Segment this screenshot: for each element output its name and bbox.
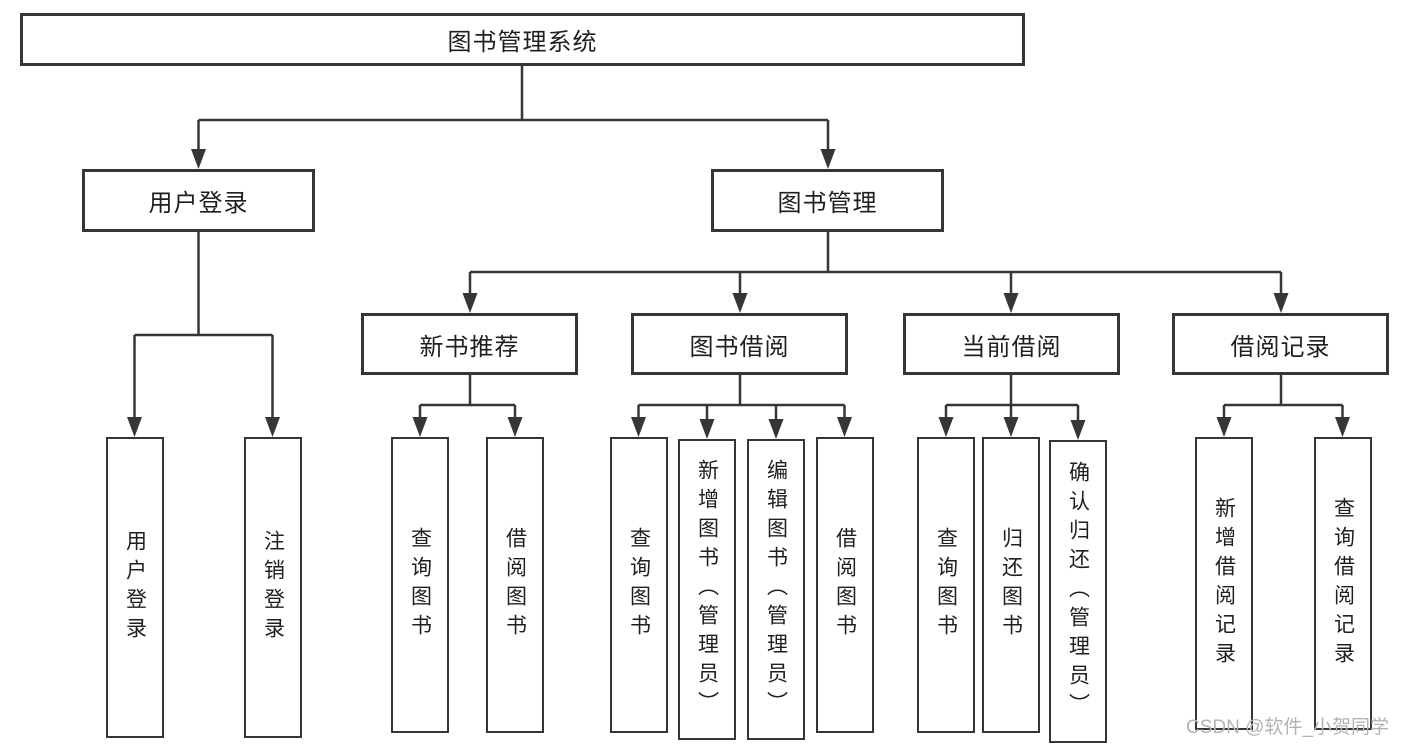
arrow-down-marker (412, 417, 428, 437)
arrow-down-marker (191, 149, 206, 169)
leaf-user-login-label: 用户登录 (123, 529, 147, 646)
arrow-down-marker (265, 417, 280, 437)
leaf-cb-return-books-label: 归还图书 (999, 527, 1023, 643)
node-current-borrowing-label: 当前借阅 (961, 333, 1062, 361)
leaf-cb-query-books-label: 查询图书 (934, 527, 958, 643)
leaf-nbr-borrow-books: 借阅图书 (486, 437, 544, 733)
leaf-cb-query-books: 查询图书 (917, 437, 975, 733)
leaf-br-query-record: 查询借阅记录 (1314, 437, 1372, 730)
leaf-bb-query-books-label: 查询图书 (627, 527, 651, 643)
leaf-bb-add-books-admin: 新增图书（管理员） (678, 439, 736, 740)
leaf-br-add-record: 新增借阅记录 (1195, 437, 1253, 730)
arrow-down-marker (631, 417, 646, 437)
arrow-down-marker (732, 293, 748, 313)
arrow-down-marker (938, 417, 954, 437)
arrow-down-marker (1216, 417, 1232, 437)
node-root: 图书管理系统 (20, 13, 1025, 66)
leaf-bb-edit-books-admin: 编辑图书（管理员） (747, 439, 805, 740)
connector-user-login-children (133, 232, 274, 418)
arrow-down-marker (127, 417, 142, 437)
leaf-nbr-query-books: 查询图书 (391, 437, 449, 733)
leaf-br-query-record-label: 查询借阅记录 (1331, 496, 1355, 671)
arrow-down-marker (699, 419, 715, 439)
arrow-down-marker (462, 293, 478, 313)
connector-book-mgmt-to-level3 (468, 232, 1283, 294)
node-new-book-recommend-label: 新书推荐 (419, 333, 520, 361)
arrow-down-marker (820, 149, 836, 169)
leaf-logout-login: 注销登录 (244, 437, 302, 738)
node-borrowing-records: 借阅记录 (1172, 313, 1389, 375)
arrow-down-marker (507, 417, 523, 437)
arrow-down-marker (1273, 293, 1289, 313)
connector-current-borrow-children (944, 375, 1080, 421)
leaf-nbr-borrow-books-label: 借阅图书 (503, 527, 527, 643)
leaf-nbr-query-books-label: 查询图书 (408, 527, 432, 643)
connector-new-book-children (418, 375, 517, 418)
arrow-down-marker (1070, 420, 1086, 440)
node-book-management: 图书管理 (711, 169, 944, 232)
leaf-bb-query-books: 查询图书 (610, 437, 668, 733)
node-user-login: 用户登录 (82, 169, 315, 232)
arrow-down-marker (1335, 417, 1350, 437)
node-root-label: 图书管理系统 (447, 29, 598, 56)
leaf-user-login: 用户登录 (106, 437, 164, 738)
arrow-down-marker (1003, 417, 1019, 437)
leaf-bb-borrow-books: 借阅图书 (816, 437, 874, 733)
leaf-bb-add-books-admin-label: 新增图书（管理员） (695, 459, 719, 720)
node-book-borrowing: 图书借阅 (631, 313, 848, 375)
connector-root-to-level2 (197, 66, 830, 150)
leaf-cb-confirm-return-admin-label: 确认归还（管理员） (1066, 461, 1090, 722)
arrow-down-marker (1003, 293, 1019, 313)
arrow-down-marker (768, 419, 784, 439)
connector-book-borrow-children (637, 375, 846, 420)
arrow-down-marker (837, 417, 852, 437)
leaf-bb-edit-books-admin-label: 编辑图书（管理员） (764, 459, 788, 720)
node-new-book-recommend: 新书推荐 (361, 313, 578, 375)
leaf-cb-confirm-return-admin: 确认归还（管理员） (1049, 440, 1107, 743)
node-book-management-label: 图书管理 (777, 190, 878, 217)
leaf-logout-login-label: 注销登录 (261, 529, 285, 646)
node-borrowing-records-label: 借阅记录 (1230, 333, 1331, 361)
node-current-borrowing: 当前借阅 (903, 313, 1120, 375)
leaf-bb-borrow-books-label: 借阅图书 (833, 527, 857, 643)
leaf-cb-return-books: 归还图书 (982, 437, 1040, 733)
node-book-borrowing-label: 图书借阅 (689, 333, 790, 361)
connector-records-children (1222, 375, 1344, 418)
leaf-br-add-record-label: 新增借阅记录 (1212, 496, 1236, 671)
csdn-watermark: CSDN @软件_小贺同学 (1186, 717, 1389, 738)
node-user-login-label: 用户登录 (148, 190, 249, 217)
